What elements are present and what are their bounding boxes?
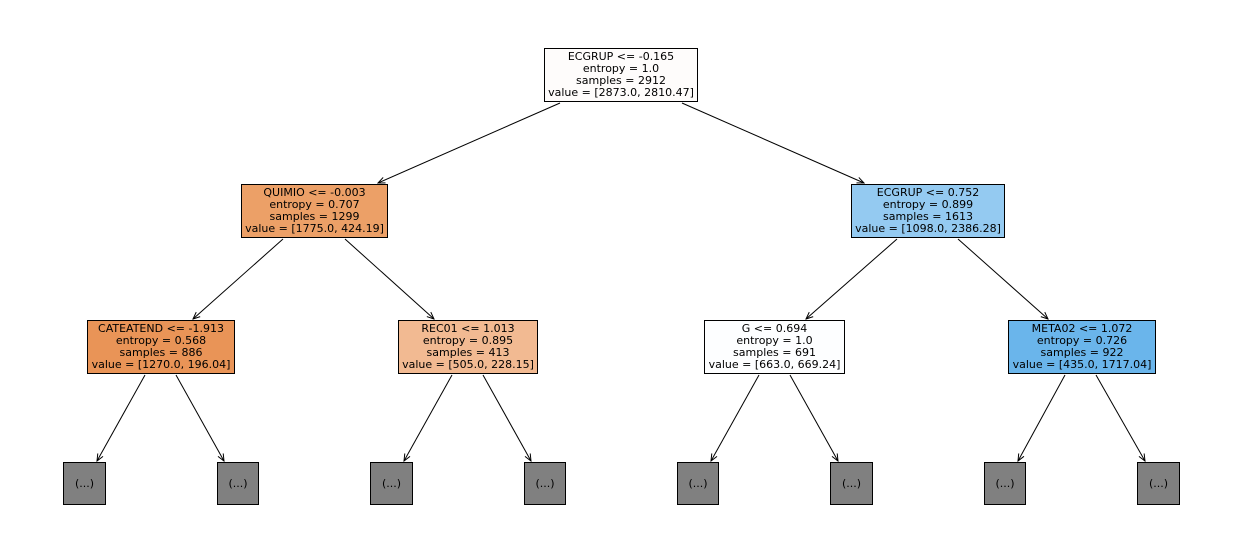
tree-edge-6 <box>957 238 1048 319</box>
node-n3: CATEATEND <= -1.913 entropy = 0.568 samp… <box>87 320 235 374</box>
tree-edge-2 <box>681 102 864 183</box>
leaf-3: (...) <box>370 462 413 505</box>
node-n6: META02 <= 1.072 entropy = 0.726 samples … <box>1008 320 1156 374</box>
leaf-6-label: (...) <box>841 476 862 490</box>
leaf-5-label: (...) <box>688 476 708 490</box>
leaf-1: (...) <box>63 462 106 505</box>
node-n6-line-1: entropy = 0.726 <box>1036 334 1128 347</box>
tree-edge-13 <box>1018 374 1066 461</box>
tree-edge-11 <box>711 374 760 461</box>
tree-edge-12 <box>789 374 838 461</box>
tree-edge-10 <box>482 374 531 461</box>
leaf-1-label: (...) <box>74 476 95 490</box>
tree-edge-3 <box>193 238 284 319</box>
node-n4: REC01 <= 1.013 entropy = 0.895 samples =… <box>398 320 538 374</box>
leaf-4-label: (...) <box>535 476 555 490</box>
leaf-3-label: (...) <box>381 476 402 490</box>
leaf-2: (...) <box>217 462 259 505</box>
node-n5-line-2: samples = 691 <box>733 346 816 359</box>
leaf-8: (...) <box>1137 462 1180 505</box>
node-n6-line-3: value = [435.0, 1717.04] <box>1012 358 1152 371</box>
node-n2-line-1: entropy = 0.899 <box>882 198 974 211</box>
node-n2-line-3: value = [1098.0, 2386.28] <box>855 222 1001 235</box>
node-n2: ECGRUP <= 0.752 entropy = 0.899 samples … <box>851 184 1005 238</box>
node-n1: QUIMIO <= -0.003 entropy = 0.707 samples… <box>241 184 388 238</box>
leaf-4: (...) <box>524 462 566 505</box>
tree-edge-5 <box>806 238 898 319</box>
tree-edge-14 <box>1095 374 1145 461</box>
node-n6-line-2: samples = 922 <box>1040 346 1124 359</box>
node-n2-line-0: ECGRUP <= 0.752 <box>876 186 980 199</box>
node-root: ECGRUP <= -0.165 entropy = 1.0 samples =… <box>544 48 698 102</box>
node-n2-line-2: samples = 1613 <box>883 210 973 223</box>
node-root-line-1: entropy = 1.0 <box>582 62 660 75</box>
node-n1-line-1: entropy = 0.707 <box>269 198 360 211</box>
node-n5-line-3: value = [663.0, 669.24] <box>708 358 841 371</box>
node-root-line-0: ECGRUP <= -0.165 <box>567 50 675 63</box>
leaf-7-label: (...) <box>995 476 1015 490</box>
tree-edge-9 <box>404 374 453 461</box>
node-n3-line-0: CATEATEND <= -1.913 <box>98 322 224 335</box>
node-n4-line-0: REC01 <= 1.013 <box>421 322 515 335</box>
node-n4-line-2: samples = 413 <box>426 346 510 359</box>
leaf-6: (...) <box>830 462 873 505</box>
tree-edge-1 <box>378 102 561 183</box>
node-root-line-3: value = [2873.0, 2810.47] <box>548 86 694 99</box>
node-n4-line-1: entropy = 0.895 <box>422 334 514 347</box>
node-n5-line-1: entropy = 1.0 <box>736 334 813 347</box>
leaf-8-label: (...) <box>1148 476 1169 490</box>
node-n5: G <= 0.694 entropy = 1.0 samples = 691 v… <box>704 320 845 374</box>
leaf-2-label: (...) <box>228 476 248 490</box>
node-n3-line-2: samples = 886 <box>119 346 203 359</box>
tree-edge-4 <box>344 238 434 319</box>
tree-edge-7 <box>97 374 146 461</box>
node-n5-line-0: G <= 0.694 <box>741 322 808 335</box>
node-n3-line-3: value = [1270.0, 196.04] <box>91 358 231 371</box>
node-n1-line-2: samples = 1299 <box>269 210 360 223</box>
node-n4-line-3: value = [505.0, 228.15] <box>402 358 534 371</box>
node-n1-line-0: QUIMIO <= -0.003 <box>263 186 366 199</box>
leaf-7: (...) <box>984 462 1026 505</box>
node-n6-line-0: META02 <= 1.072 <box>1031 322 1133 335</box>
node-n1-line-3: value = [1775.0, 424.19] <box>245 222 384 235</box>
tree-edge-8 <box>175 374 224 461</box>
node-root-line-2: samples = 2912 <box>576 74 666 87</box>
leaf-5: (...) <box>677 462 719 505</box>
node-n3-line-1: entropy = 0.568 <box>115 334 207 347</box>
